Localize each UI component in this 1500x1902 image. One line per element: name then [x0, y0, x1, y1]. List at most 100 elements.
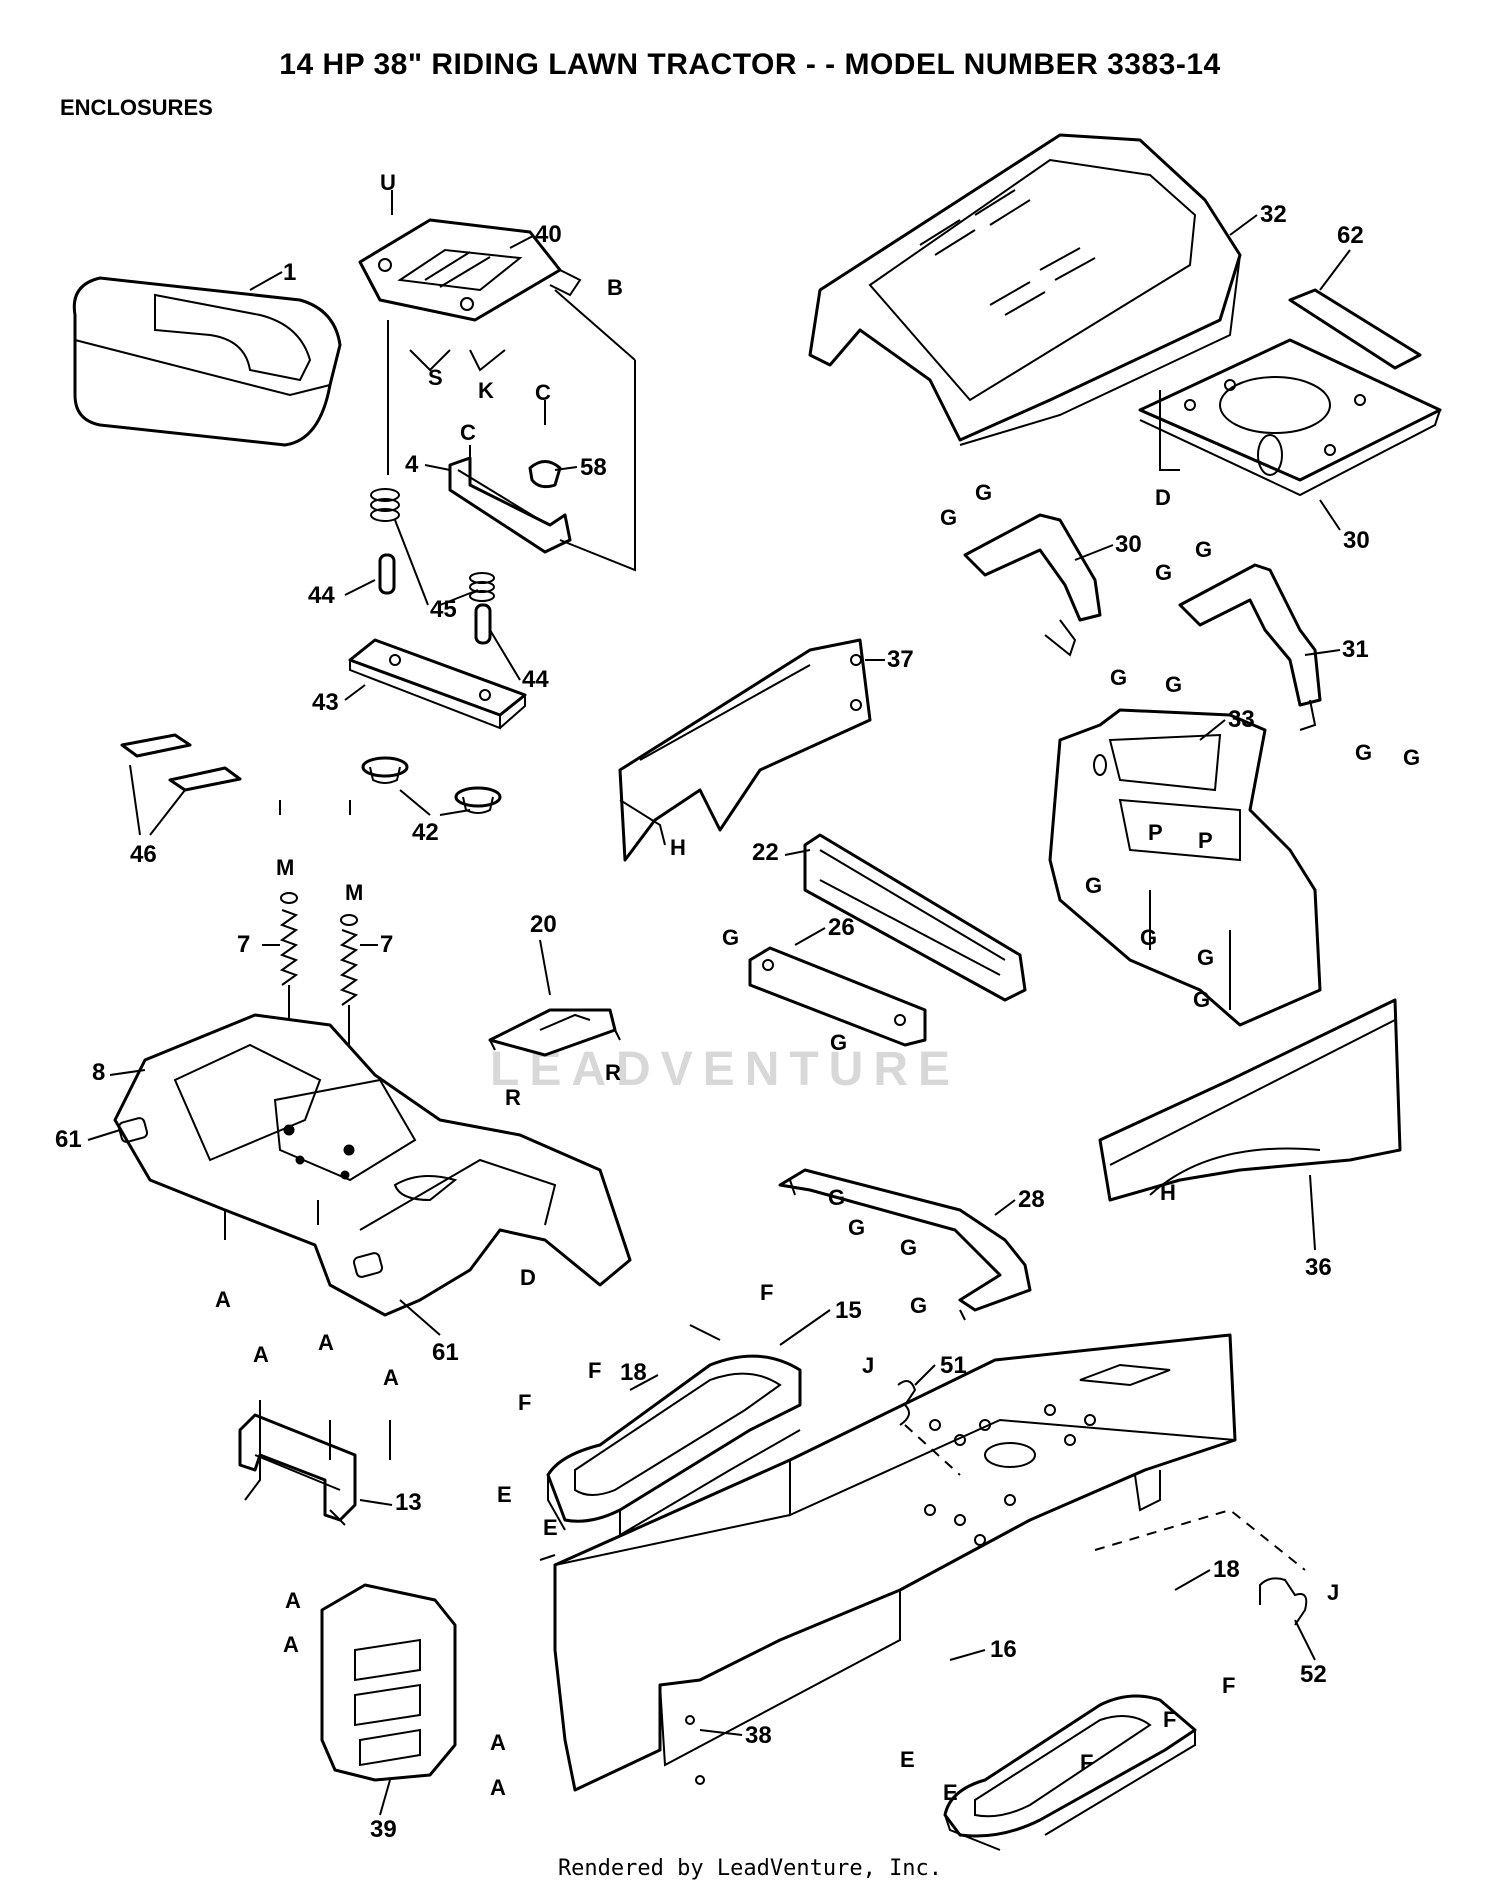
ref-G-4: G — [1165, 672, 1182, 697]
ref-G-2: G — [940, 505, 957, 530]
ref-A-6: A — [283, 1632, 299, 1657]
part-spring-7-right[interactable] — [339, 914, 359, 1006]
ref-E-2: E — [543, 1515, 558, 1540]
callout-37: 37 — [887, 646, 914, 673]
part-dash-trim-bar[interactable] — [803, 833, 1027, 1002]
ref-G-13: G — [722, 925, 739, 950]
part-fender-bracket[interactable] — [238, 1413, 357, 1526]
part-seat-bracket[interactable] — [358, 218, 582, 322]
callout-31: 31 — [1342, 636, 1369, 663]
callout-33: 33 — [1228, 706, 1255, 733]
part-chassis-frame[interactable] — [553, 1333, 1237, 1792]
ref-P-2: P — [1198, 828, 1213, 853]
ref-G-15: G — [828, 1185, 845, 1210]
part-side-panel-left[interactable] — [618, 638, 872, 862]
ref-M-2: M — [345, 880, 363, 905]
callout-30-mid: 30 — [1115, 531, 1142, 558]
ref-J-2: J — [1327, 1580, 1339, 1605]
ref-G-7: G — [1355, 740, 1372, 765]
ref-G-16: G — [848, 1215, 865, 1240]
ref-G-6: G — [1155, 560, 1172, 585]
part-spring-left[interactable] — [370, 488, 400, 522]
part-dash-bracket-right[interactable] — [1178, 563, 1322, 731]
ref-E-3: E — [900, 1747, 915, 1772]
callout-18-right: 18 — [1213, 1556, 1240, 1583]
callout-42: 42 — [412, 819, 439, 846]
part-rear-plate[interactable] — [320, 1583, 457, 1782]
callout-36: 36 — [1305, 1254, 1332, 1281]
part-clip[interactable] — [528, 460, 562, 489]
part-grommet-right[interactable] — [454, 786, 502, 814]
ref-R-2: R — [605, 1060, 621, 1085]
ref-S: S — [428, 365, 443, 390]
ref-G-17: G — [900, 1235, 917, 1260]
ref-H-2: H — [1160, 1180, 1176, 1205]
part-footrest-left[interactable] — [546, 1354, 802, 1537]
callout-18-left: 18 — [620, 1359, 647, 1386]
ref-A-8: A — [490, 1775, 506, 1800]
callout-51: 51 — [940, 1352, 967, 1379]
ref-H-1: H — [670, 835, 686, 860]
part-small-bracket[interactable] — [488, 1008, 621, 1057]
ref-P-1: P — [1148, 820, 1163, 845]
ref-A-5: A — [285, 1588, 301, 1613]
ref-G-9: G — [1085, 873, 1102, 898]
ref-G-10: G — [1140, 925, 1157, 950]
ref-K: K — [478, 378, 494, 403]
ref-D-2: D — [520, 1265, 536, 1290]
ref-F-2: F — [588, 1358, 601, 1383]
ref-G-12: G — [1193, 987, 1210, 1012]
callout-58: 58 — [580, 454, 607, 481]
callout-15: 15 — [835, 1297, 862, 1324]
callout-8: 8 — [92, 1059, 105, 1086]
part-clip-52[interactable] — [1259, 1577, 1308, 1626]
part-fender[interactable] — [113, 1013, 632, 1317]
callout-13: 13 — [395, 1489, 422, 1516]
part-footrest-right[interactable] — [943, 1694, 1197, 1851]
part-spacer-left[interactable] — [378, 553, 396, 595]
callout-20: 20 — [530, 911, 557, 938]
part-spring-right[interactable] — [469, 572, 495, 602]
part-side-panel-right[interactable] — [1098, 998, 1402, 1202]
callout-1: 1 — [283, 259, 296, 286]
part-foam-strip[interactable] — [1288, 288, 1422, 370]
ref-F-5: F — [1163, 1707, 1176, 1732]
callout-7-left: 7 — [237, 931, 250, 958]
ref-G-1: G — [975, 480, 992, 505]
footer-credit: Rendered by LeadVenture, Inc. — [557, 1856, 943, 1881]
ref-C-1: C — [460, 420, 476, 445]
part-spacer-right[interactable] — [474, 603, 492, 645]
part-dash-panel[interactable] — [1048, 708, 1322, 1027]
page-title: 14 HP 38" RIDING LAWN TRACTOR - - MODEL … — [279, 48, 1221, 81]
callout-38: 38 — [745, 1722, 772, 1749]
part-pad-2[interactable] — [168, 766, 242, 792]
ref-F-4: F — [1222, 1673, 1235, 1698]
part-spring-7-left[interactable] — [279, 892, 299, 986]
part-support-frame[interactable] — [778, 1168, 1032, 1321]
part-dash-support-bracket[interactable] — [963, 513, 1102, 657]
callout-43: 43 — [312, 689, 339, 716]
ref-A-4: A — [383, 1365, 399, 1390]
part-dash-lower-bar[interactable] — [748, 946, 927, 1047]
part-hood[interactable] — [808, 133, 1242, 446]
callout-22: 22 — [752, 839, 779, 866]
part-seat[interactable] — [72, 276, 342, 447]
ref-E-4: E — [943, 1780, 958, 1805]
callout-26: 26 — [828, 914, 855, 941]
ref-G-11: G — [1197, 945, 1214, 970]
callout-44-right: 44 — [522, 666, 549, 693]
callout-44-left: 44 — [308, 582, 335, 609]
section-subtitle: ENCLOSURES — [60, 95, 213, 120]
ref-G-3: G — [1110, 665, 1127, 690]
callout-7-right: 7 — [380, 931, 393, 958]
ref-B: B — [607, 275, 623, 300]
part-seat-base-plate[interactable] — [348, 638, 527, 730]
callout-16: 16 — [990, 1636, 1017, 1663]
ref-A-1: A — [215, 1287, 231, 1312]
ref-F-1: F — [760, 1280, 773, 1305]
part-grommet-left[interactable] — [361, 756, 409, 784]
ref-G-18: G — [910, 1293, 927, 1318]
part-clip-51[interactable] — [897, 1380, 917, 1426]
part-dash-plate[interactable] — [1138, 338, 1442, 497]
part-pad-1[interactable] — [120, 733, 192, 758]
